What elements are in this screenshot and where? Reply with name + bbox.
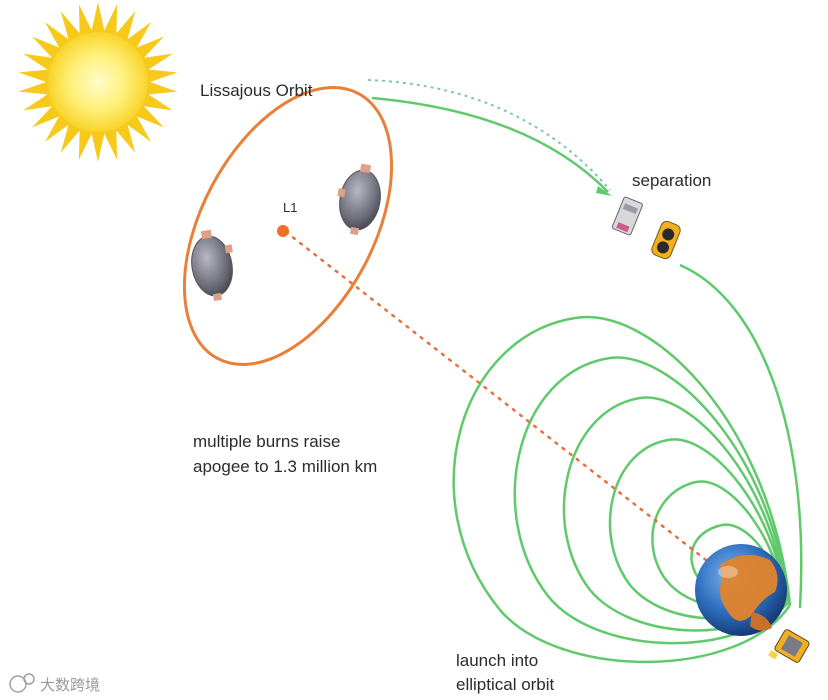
earth-icon: [695, 544, 787, 636]
separation-spacecraft: [611, 196, 643, 236]
l1-label: L1: [283, 200, 297, 215]
burns-label-line2: apogee to 1.3 million km: [193, 457, 377, 476]
satellite-icon: [337, 163, 381, 236]
sun-icon: [18, 2, 178, 162]
transfer-arrow: [596, 186, 612, 196]
launch-label-line1: launch into: [456, 651, 538, 670]
lissajous-orbit: [182, 86, 394, 366]
booster-stage-icon: [651, 220, 681, 260]
launch-label-line2: elliptical orbit: [456, 675, 555, 694]
watermark-text: 大数跨境: [40, 676, 100, 694]
dotted-transfer-path: [367, 79, 611, 191]
lissajous-orbit-label: Lissajous Orbit: [200, 81, 313, 100]
separation-label: separation: [632, 171, 711, 190]
l1-point: [277, 225, 289, 237]
watermark: 大数跨境: [9, 673, 100, 694]
launch-spacecraft-icon: [768, 629, 810, 663]
transfer-trajectory: [371, 96, 609, 193]
elliptical-orbits: [452, 263, 803, 664]
satellite-icon: [191, 229, 233, 302]
trajectory-dotted-line: [284, 230, 740, 587]
burns-label-line1: multiple burns raise: [193, 432, 340, 451]
